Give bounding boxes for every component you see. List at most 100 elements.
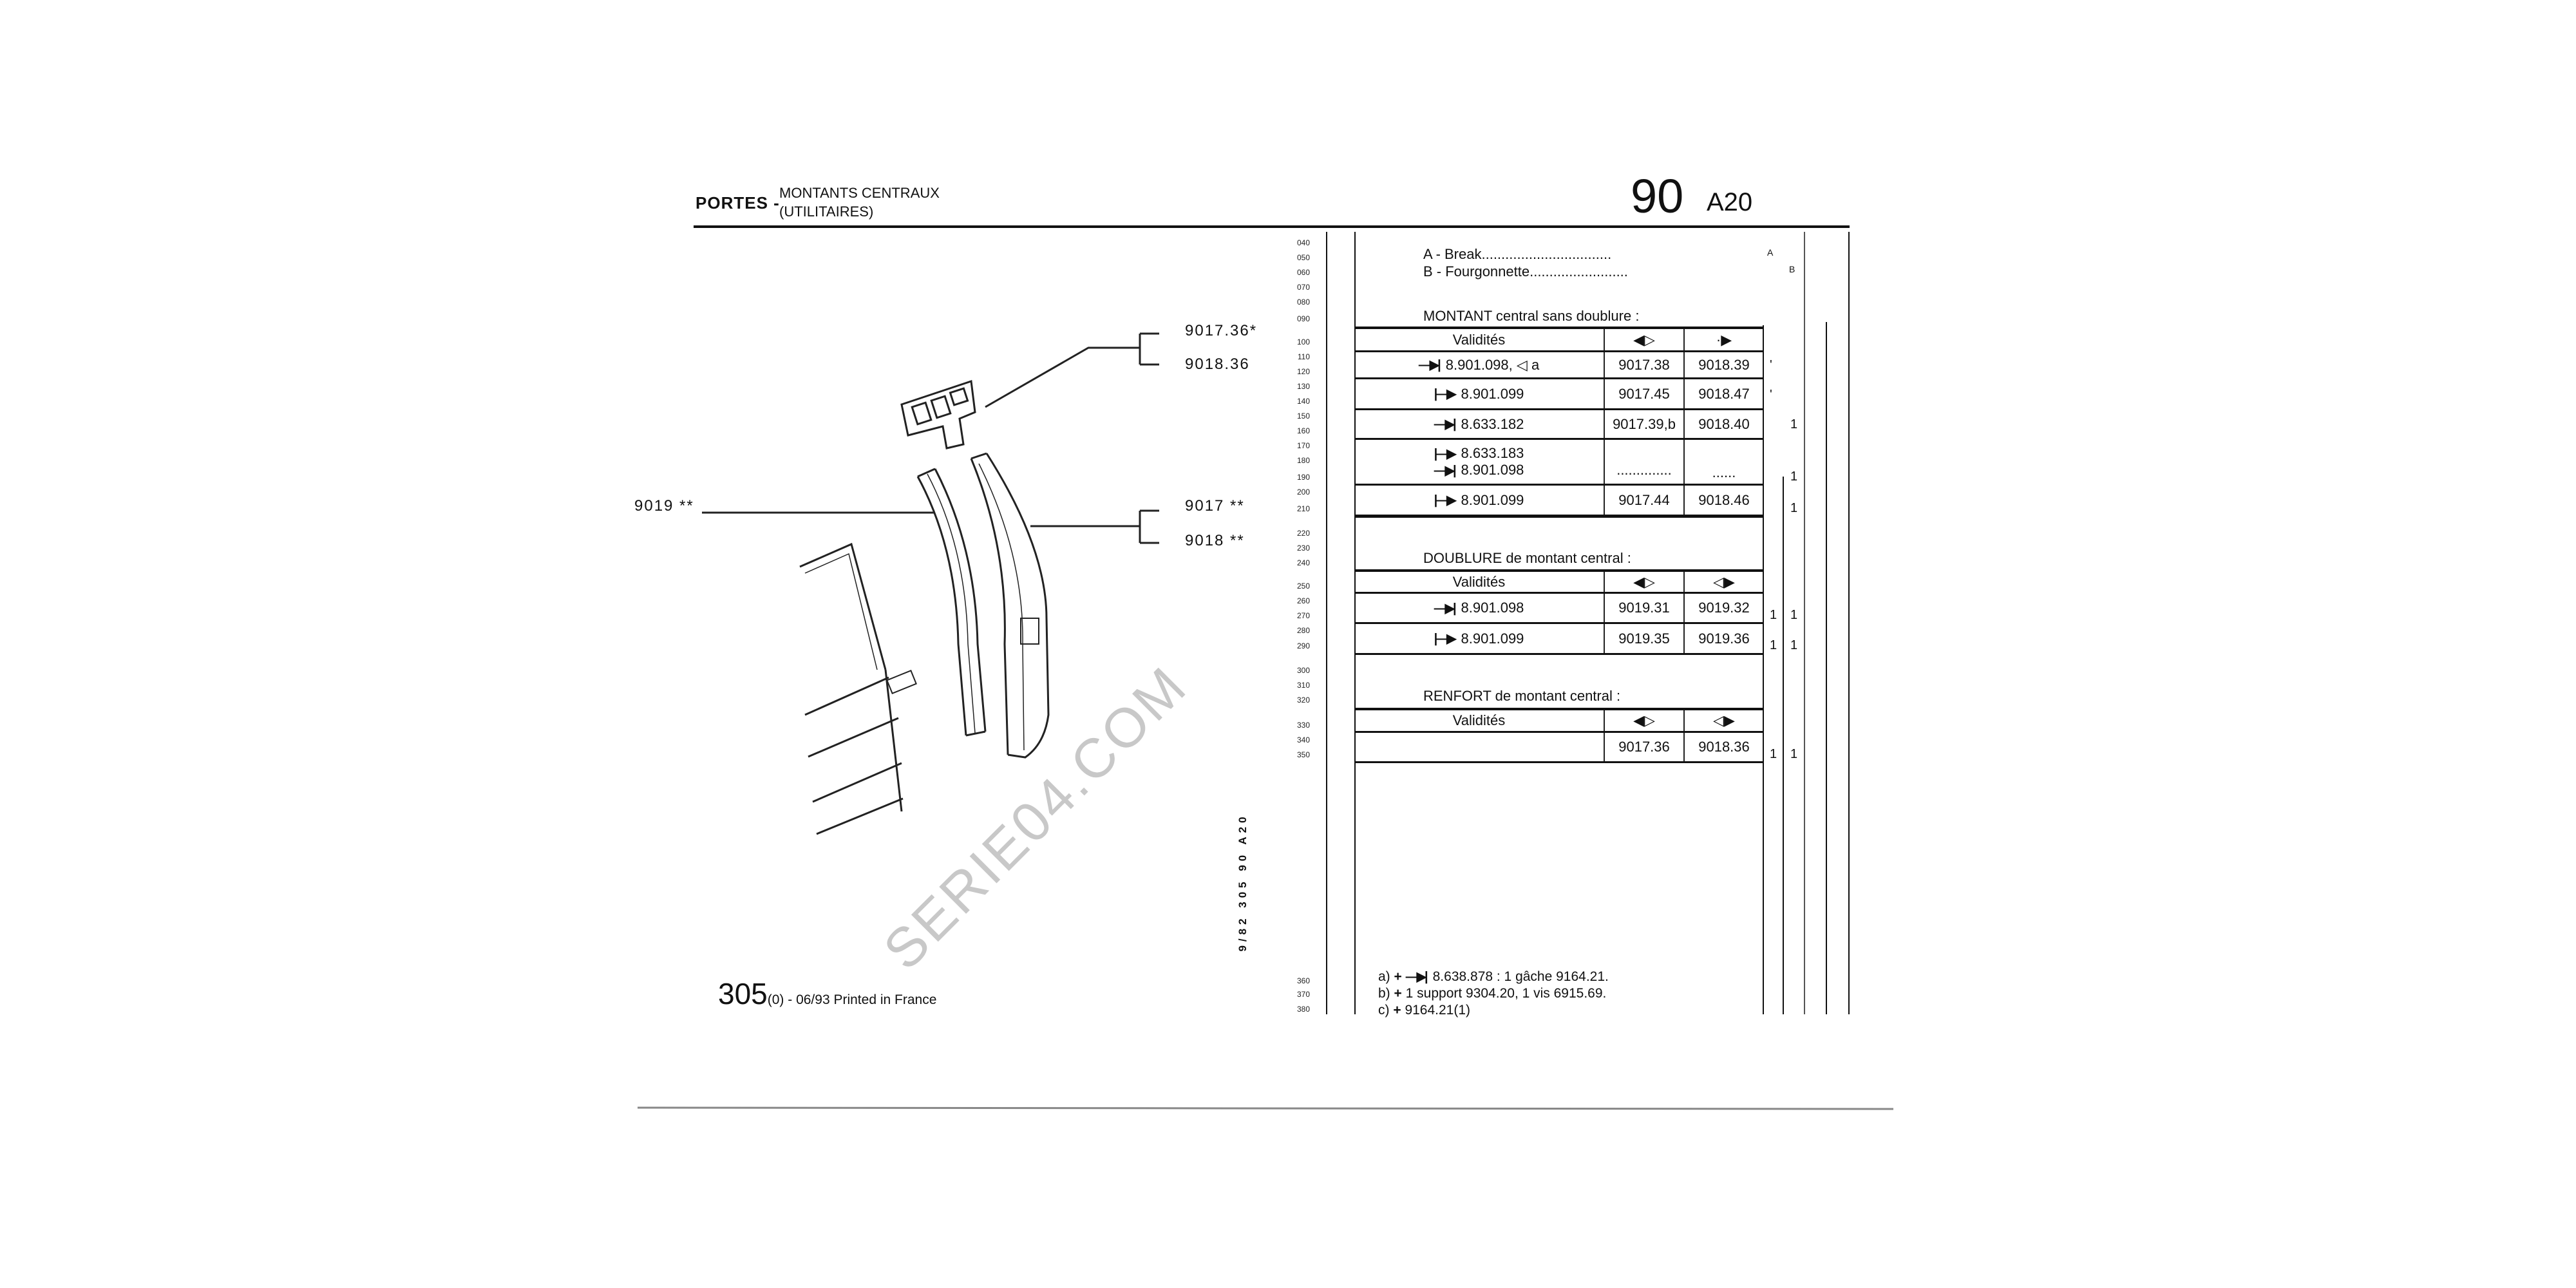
left-part-number: 9019.35	[1605, 624, 1685, 653]
note-ref: a	[1531, 356, 1540, 373]
line-number: 200	[1296, 488, 1310, 497]
right-part-number: 9018.46	[1698, 491, 1750, 508]
right-part-number: 9018.40	[1698, 415, 1750, 432]
legend-fourgonnette: B - Fourgonnette........................…	[1423, 263, 1628, 279]
left-part-number: 9017.44	[1605, 486, 1685, 515]
table-row: |—▶8.901.099 9017.45 9018.47	[1354, 379, 1763, 410]
left-part-number: ..............	[1605, 440, 1685, 484]
line-number: 050	[1296, 253, 1310, 262]
footer-print-info: (0) - 06/93 Printed in France	[767, 992, 937, 1007]
bottom-rule	[637, 1106, 1894, 1110]
divider-qty-a	[1783, 477, 1784, 1014]
divider-qty-c	[1826, 322, 1827, 1014]
arrow-from-bar-icon: |—▶	[1434, 387, 1457, 401]
left-part-number: 9017.38	[1605, 352, 1685, 377]
line-number: 220	[1296, 529, 1310, 538]
line-number: 230	[1296, 544, 1310, 553]
group-number: 90	[1631, 169, 1684, 223]
qty-b: 1	[1790, 501, 1798, 515]
arrow-from-bar-icon: |—▶	[1434, 446, 1457, 461]
left-part-number: 9017.45	[1605, 379, 1685, 408]
validity-header: Validités	[1354, 329, 1605, 350]
line-number: 060	[1296, 268, 1310, 277]
line-number: 370	[1296, 990, 1310, 999]
line-number: 170	[1296, 441, 1310, 450]
plus-icon: +	[1394, 986, 1402, 1001]
line-number: 120	[1296, 367, 1310, 376]
validity-ref: 8.901.098,	[1445, 356, 1513, 373]
callout-renfort-right: 9018.36	[1185, 355, 1250, 373]
arrow-to-bar-icon: —▶|	[1418, 358, 1441, 372]
half-side-icon: ◁	[1516, 356, 1528, 373]
footnote-b: b) + 1 support 9304.20, 1 vis 6915.69.	[1378, 986, 1606, 1001]
callout-renfort-left: 9017.36*	[1185, 322, 1258, 339]
arrow-to-bar-icon: —▶|	[1434, 601, 1457, 616]
line-number: 080	[1296, 298, 1310, 307]
line-number: 360	[1296, 976, 1310, 985]
note-label: c)	[1378, 1003, 1390, 1018]
qty-a: '	[1770, 358, 1772, 372]
table-row: |—▶8.633.183 —▶|8.901.098 ..............…	[1354, 440, 1763, 486]
arrow-to-bar-icon: —▶|	[1434, 417, 1457, 431]
door-outline	[799, 542, 917, 835]
line-number: 260	[1296, 596, 1310, 605]
line-number: 180	[1296, 456, 1310, 465]
line-number: 090	[1296, 314, 1310, 323]
right-part-number: 9018.47	[1698, 385, 1750, 402]
footnote-a: a) + —▶|8.638.878 : 1 gâche 9164.21.	[1378, 969, 1609, 985]
table-header: Validités ◀▷ ◁▶	[1354, 708, 1763, 733]
qty-b: 1	[1790, 638, 1798, 652]
callout-montant-left: 9017 **	[1185, 497, 1245, 515]
line-number: 310	[1296, 681, 1310, 690]
line-number: 040	[1296, 238, 1310, 247]
section-title: PORTES -	[696, 193, 780, 213]
line-number: 300	[1296, 666, 1310, 675]
qty-a: 1	[1770, 638, 1777, 652]
left-side-icon: ◀▷	[1605, 329, 1685, 350]
divider-table-right	[1763, 325, 1764, 1014]
line-number: 070	[1296, 283, 1310, 292]
footer-model: 305	[718, 977, 768, 1010]
footer: 305(0) - 06/93 Printed in France	[718, 976, 936, 1011]
line-number: 250	[1296, 582, 1310, 591]
right-part-number: ......	[1712, 464, 1736, 480]
note-text: 8.638.878 : 1 gâche 9164.21.	[1432, 969, 1609, 984]
table-header: Validités ◀▷ ·▶	[1354, 327, 1763, 352]
qty-a: 1	[1770, 608, 1777, 622]
note-text: 9164.21(1)	[1405, 1003, 1471, 1018]
qty-a: '	[1770, 388, 1772, 402]
line-number: 290	[1296, 641, 1310, 650]
divider-right-edge	[1848, 232, 1850, 1014]
right-part-number: 9019.36	[1698, 630, 1750, 647]
plate-code: A20	[1707, 188, 1753, 216]
legend-col-b: B	[1789, 264, 1795, 274]
left-side-icon: ◀▷	[1605, 572, 1685, 592]
subtitle-line1: MONTANTS CENTRAUX	[779, 185, 940, 201]
line-number: 380	[1296, 1005, 1310, 1014]
section-title-doublure: DOUBLURE de montant central :	[1423, 550, 1631, 566]
left-side-icon: ◀▷	[1605, 710, 1685, 731]
line-number: 320	[1296, 696, 1310, 705]
left-part-number: 9017.39,b	[1605, 410, 1685, 438]
table-row: —▶|8.901.098, ◁ a 9017.38 9018.39	[1354, 352, 1763, 379]
line-number: 100	[1296, 337, 1310, 346]
left-part-number: 9017.36	[1605, 733, 1685, 761]
right-side-icon: ◁▶	[1713, 573, 1735, 590]
validity-ref: 8.633.183	[1461, 445, 1524, 461]
right-part-number: 9019.32	[1698, 600, 1750, 616]
line-number: 150	[1296, 412, 1310, 421]
line-number: 210	[1296, 504, 1310, 513]
section-title-montant: MONTANT central sans doublure :	[1423, 308, 1640, 324]
line-number: 110	[1297, 352, 1310, 361]
line-number: 350	[1296, 750, 1310, 759]
arrow-from-bar-icon: |—▶	[1434, 493, 1457, 507]
qty-b: 1	[1790, 747, 1798, 761]
line-number: 190	[1296, 473, 1310, 482]
validity-header: Validités	[1354, 572, 1605, 592]
note-label: b)	[1378, 986, 1390, 1001]
table-row: |—▶8.901.099 9017.44 9018.46	[1354, 486, 1763, 518]
table-row: 9017.36 9018.36	[1354, 733, 1763, 763]
validity-ref: 8.901.098	[1461, 462, 1524, 478]
callout-doublure: 9019 **	[634, 497, 694, 515]
footnote-c: c) + 9164.21(1)	[1378, 1003, 1470, 1018]
